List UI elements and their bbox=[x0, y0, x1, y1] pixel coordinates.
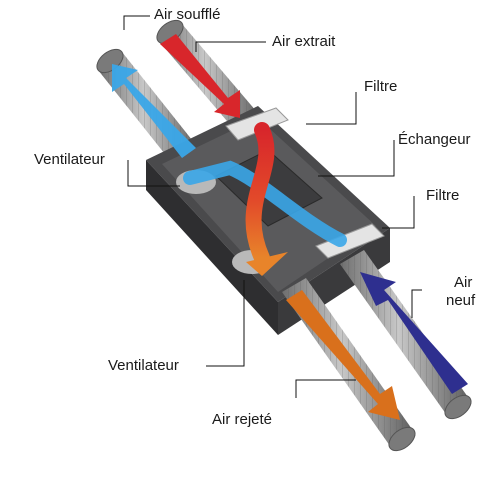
label-filtre-right: Filtre bbox=[426, 187, 460, 204]
label-air-rejete: Air rejeté bbox=[212, 411, 273, 428]
arrow-air-rejete bbox=[286, 290, 400, 420]
label-air-souffle: Air soufflé bbox=[154, 6, 221, 23]
label-ventilateur-bottom: Ventilateur bbox=[108, 357, 179, 374]
arrow-air-extrait bbox=[160, 34, 288, 276]
filter-right bbox=[315, 223, 385, 259]
label-ventilateur-top: Ventilateur bbox=[34, 151, 105, 168]
label-air-neuf-line1: Air bbox=[454, 274, 473, 291]
leader-lines bbox=[123, 15, 422, 398]
label-echangeur: Échangeur bbox=[398, 131, 471, 148]
arrow-air-neuf bbox=[360, 272, 468, 394]
label-filtre-top: Filtre bbox=[364, 78, 398, 95]
arrow-air-souffle bbox=[112, 64, 347, 247]
label-air-neuf-line2: neuf bbox=[446, 292, 476, 309]
label-air-extrait: Air extrait bbox=[272, 33, 336, 50]
